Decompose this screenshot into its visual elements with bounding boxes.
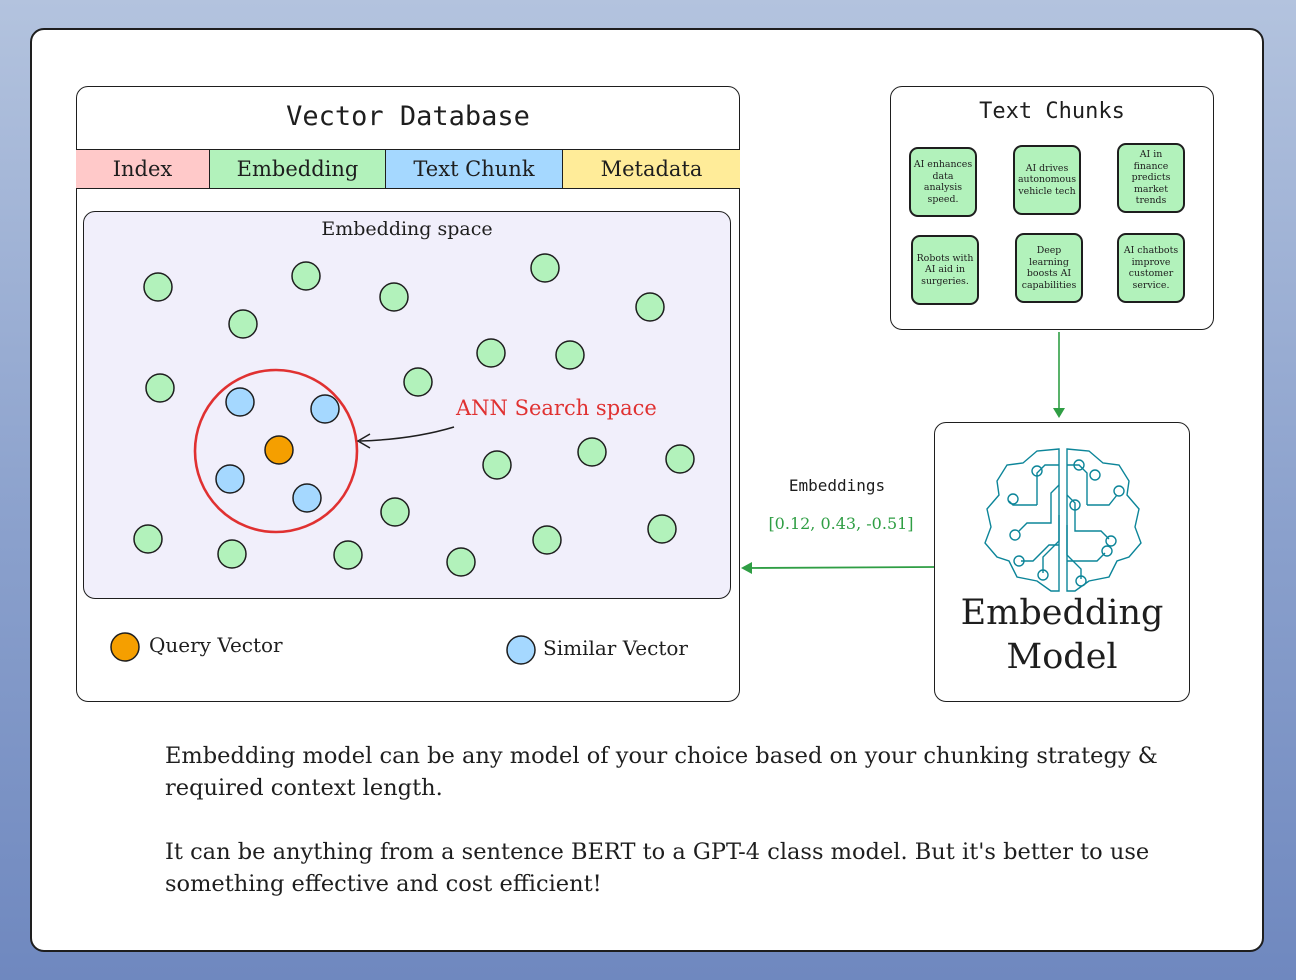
embedding-model-label: Embedding Model (935, 591, 1189, 679)
text-chunk-card: Robots with AI aid in surgeries. (911, 235, 979, 305)
vector-database-title: Vector Database (286, 101, 530, 132)
note-paragraph-1: Embedding model can be any model of your… (165, 743, 1158, 801)
vector-dot (145, 373, 175, 403)
note-paragraph-2: It can be anything from a sentence BERT … (165, 839, 1150, 897)
vector-dot (379, 282, 409, 312)
embedding-space-title: Embedding space (321, 218, 493, 240)
column-embedding: Embedding (210, 150, 386, 188)
similar-vector-dot (292, 483, 322, 513)
text-chunks-panel: Text Chunks AI enhances data analysis sp… (890, 86, 1214, 330)
vector-dot (530, 253, 560, 283)
vector-dot (532, 525, 562, 555)
similar-vector-dot (225, 387, 255, 417)
text-chunk-card: AI in finance predicts market trends (1117, 143, 1185, 213)
embedding-model-label-line2: Model (1006, 637, 1118, 677)
vector-database-panel: Vector Database Index Embedding Text Chu… (76, 86, 740, 702)
vector-dot (665, 444, 695, 474)
query-legend-dot (110, 632, 140, 662)
ann-pointer-arrowhead (356, 433, 371, 449)
query-legend-label: Query Vector (149, 633, 283, 657)
vector-dot (228, 309, 258, 339)
text-chunk-card: Deep learning boosts AI capabilities (1015, 233, 1083, 303)
vector-dot (133, 524, 163, 554)
similar-vector-dot (215, 464, 245, 494)
vector-dot (635, 292, 665, 322)
vector-dot (143, 272, 173, 302)
vector-dot (380, 497, 410, 527)
ann-search-label: ANN Search space (456, 396, 657, 420)
column-index: Index (76, 150, 210, 188)
green-vector-dots (133, 253, 695, 577)
vector-dot (333, 540, 363, 570)
column-text-chunk: Text Chunk (386, 150, 563, 188)
vector-dot (291, 261, 321, 291)
diagram-card: Vector Database Index Embedding Text Chu… (30, 28, 1264, 952)
brain-circuit-icon (984, 448, 1142, 592)
vector-dot (647, 514, 677, 544)
embedding-model-panel: Embedding Model (934, 422, 1190, 702)
vector-dot (555, 340, 585, 370)
similar-legend-label: Similar Vector (543, 636, 688, 660)
text-chunk-card: AI enhances data analysis speed. (909, 147, 977, 217)
ann-search-circle (193, 368, 359, 534)
schema-columns: Index Embedding Text Chunk Metadata (76, 149, 740, 189)
embedding-model-label-line1: Embedding (960, 593, 1164, 633)
chunks-to-model-arrow (1053, 332, 1065, 418)
vector-dot (403, 367, 433, 397)
embedding-vector-value: [0.12, 0.43, -0.51] (768, 514, 914, 533)
ann-pointer-arrow (359, 426, 455, 442)
vector-dot (482, 450, 512, 480)
vector-dot (217, 539, 247, 569)
text-chunks-title: Text Chunks (979, 99, 1125, 124)
text-chunk-card: AI chatbots improve customer service. (1117, 233, 1185, 303)
similar-vector-dot (310, 394, 340, 424)
vector-dot (476, 338, 506, 368)
model-to-database-arrow (741, 562, 935, 574)
vector-dot (577, 437, 607, 467)
text-chunk-card: AI drives autonomous vehicle tech (1013, 145, 1081, 215)
embedding-space: Embedding space (83, 211, 731, 599)
similar-legend-dot (506, 635, 536, 665)
embeddings-arrow-label: Embeddings (788, 476, 886, 495)
column-metadata: Metadata (563, 150, 740, 188)
query-vector-dot (264, 435, 294, 465)
vector-dot (446, 547, 476, 577)
embedding-space-plot (133, 253, 695, 577)
